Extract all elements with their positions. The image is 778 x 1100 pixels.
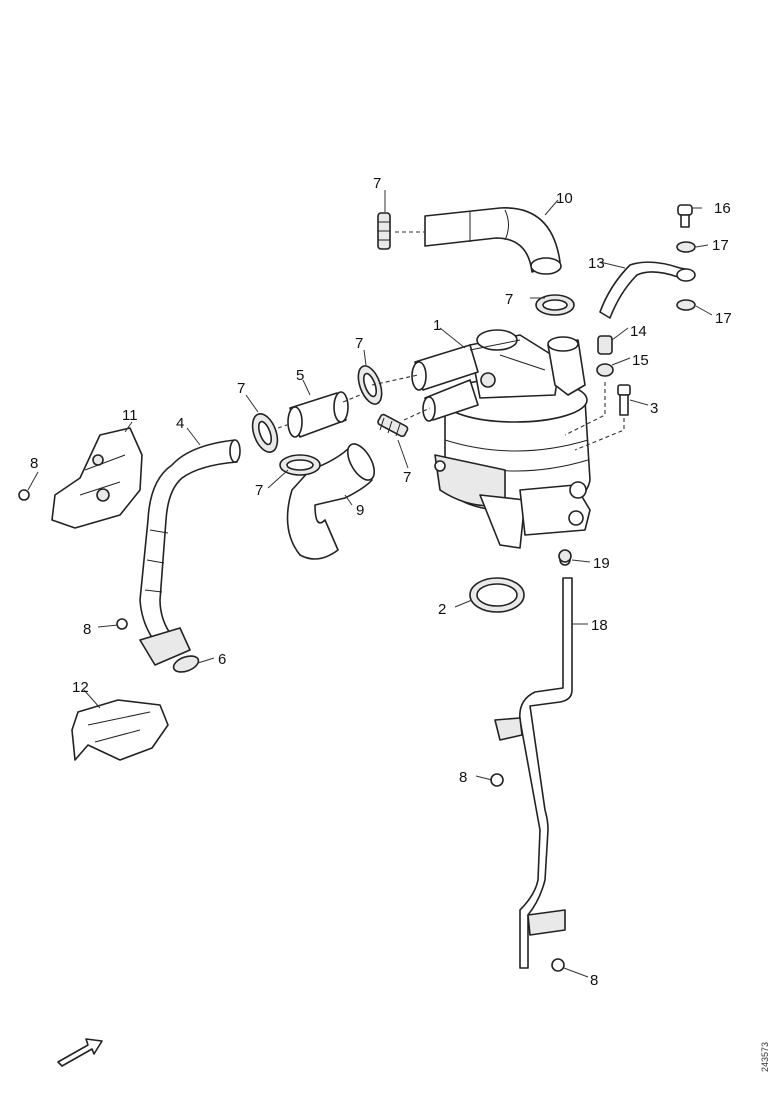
- callout-2: 2: [438, 601, 446, 618]
- callout-7: 7: [505, 291, 513, 308]
- callout-17: 17: [712, 237, 729, 254]
- leader-lines: [27, 190, 713, 978]
- front-direction-arrow-icon: [57, 1038, 103, 1067]
- callout-12: 12: [72, 679, 89, 696]
- dashed-guide-lines: [277, 231, 625, 451]
- callout-8: 8: [83, 621, 91, 638]
- part-4-coolant-pipe: [116, 439, 241, 666]
- part-12-lower-bracket: [71, 699, 169, 761]
- part-1-pump-assembly: [411, 329, 591, 549]
- part-16-bolt: [677, 204, 693, 228]
- part-8-screw-pipe: [558, 549, 572, 563]
- callout-8: 8: [30, 455, 38, 472]
- callout-7: 7: [373, 175, 381, 192]
- part-15-washer: [596, 363, 614, 377]
- part-7-clamp-mid-upper: [357, 365, 383, 405]
- callout-15: 15: [632, 352, 649, 369]
- callout-11: 11: [122, 407, 138, 424]
- callout-5: 5: [296, 367, 304, 384]
- part-13-small-pipe: [599, 261, 696, 319]
- part-6-seal: [172, 655, 200, 673]
- callout-6: 6: [218, 651, 226, 668]
- part-2-seal-ring: [469, 577, 525, 613]
- callout-7: 7: [237, 380, 245, 397]
- callout-7: 7: [403, 469, 411, 486]
- callout-8: 8: [590, 972, 598, 989]
- part-7-clamp-left: [251, 413, 279, 453]
- part-11-bracket: [18, 427, 143, 529]
- callout-1: 1: [433, 317, 441, 334]
- callout-8: 8: [459, 769, 467, 786]
- document-id: 243573: [760, 1042, 770, 1072]
- callout-9: 9: [356, 502, 364, 519]
- callout-14: 14: [630, 323, 647, 340]
- callout-18: 18: [591, 617, 608, 634]
- part-7-clamp-top: [377, 212, 391, 250]
- part-3-bolt: [617, 384, 631, 416]
- callout-4: 4: [176, 415, 184, 432]
- callout-10: 10: [556, 190, 573, 207]
- part-10-upper-hose: [424, 207, 562, 275]
- callout-16: 16: [714, 200, 731, 217]
- part-5-short-hose: [287, 391, 349, 438]
- callout-17: 17: [715, 310, 732, 327]
- callout-7: 7: [255, 482, 263, 499]
- part-18-long-pipe: [490, 554, 573, 972]
- part-7-clamp-upper-right: [535, 294, 575, 316]
- part-14-fitting: [597, 335, 613, 355]
- callout-7: 7: [355, 335, 363, 352]
- callout-13: 13: [588, 255, 605, 272]
- part-17-washers: [676, 241, 696, 311]
- callout-3: 3: [650, 400, 658, 417]
- part-7-clamp-mid-lower: [377, 413, 409, 438]
- callout-19: 19: [593, 555, 610, 572]
- part-7-clamp-lower: [279, 454, 321, 476]
